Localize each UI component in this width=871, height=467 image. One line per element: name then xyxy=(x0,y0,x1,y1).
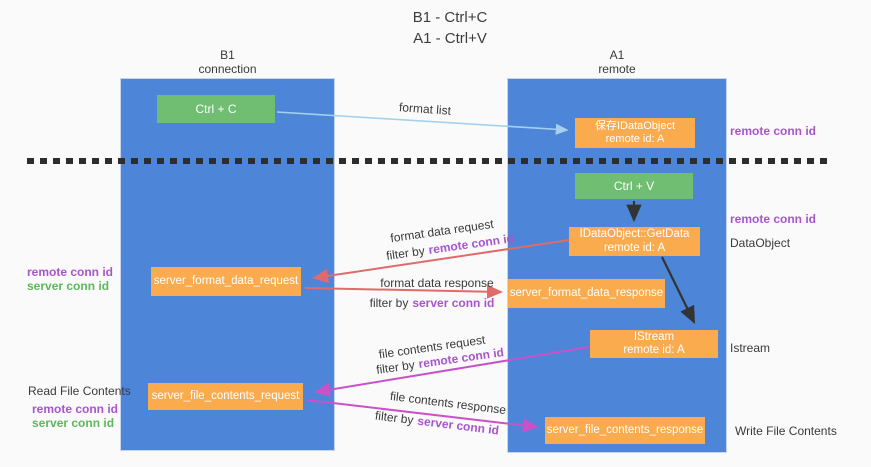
b1-subtitle: connection xyxy=(198,62,257,76)
filter-by-text: filter by xyxy=(369,296,409,310)
node-ctrl-c-label: Ctrl + C xyxy=(195,102,237,116)
server-file-contents-response-label: server_file_contents_response xyxy=(546,423,704,436)
node-save-idataobject: 保存IDataObject remote id: A xyxy=(575,118,695,148)
a1-name: A1 xyxy=(609,48,625,62)
getdata-line1: IDataObject::GetData xyxy=(579,228,690,240)
istream-line2: remote id: A xyxy=(623,344,685,356)
arrow-label-format-data-response: format data response xyxy=(380,276,494,290)
server-file-contents-request-label: server_file_contents_request xyxy=(151,389,300,402)
left-label-server-conn-id-mid: server conn id xyxy=(27,279,110,293)
server-conn-id-text: server conn id xyxy=(412,296,495,310)
right-label-remote-conn-id-top: remote conn id xyxy=(730,124,817,138)
istream-line1: IStream xyxy=(633,330,675,343)
copy-paste-separator-dashed-line xyxy=(27,158,833,164)
right-label-istream: Istream xyxy=(730,341,771,355)
right-label-write-file-contents: Write File Contents xyxy=(735,424,837,438)
node-server-format-data-request: server_format_data_request xyxy=(151,267,301,296)
node-istream: IStream remote id: A xyxy=(590,330,718,358)
b1-name: B1 xyxy=(220,48,235,62)
getdata-line2: remote id: A xyxy=(603,241,666,254)
left-label-remote-conn-id-bottom: remote conn id xyxy=(32,402,119,416)
right-label-dataobject: DataObject xyxy=(730,236,791,250)
column-header-a1: A1 remote xyxy=(507,48,727,76)
right-label-remote-conn-id-mid: remote conn id xyxy=(730,212,817,226)
node-server-format-data-response: server_format_data_response xyxy=(508,279,665,308)
node-idataobject-getdata: IDataObject::GetData remote id: A xyxy=(569,227,700,256)
node-server-file-contents-request: server_file_contents_request xyxy=(148,383,303,410)
server-format-data-response-label: server_format_data_response xyxy=(509,286,664,299)
node-ctrl-c: Ctrl + C xyxy=(157,95,275,123)
arrow-label-format-list: format list xyxy=(398,100,452,118)
filter-by-text: filter by xyxy=(374,408,415,428)
title-line-2: A1 - Ctrl+V xyxy=(413,30,487,47)
server-conn-id-text: server conn id xyxy=(416,413,500,438)
left-label-server-conn-id-bottom: server conn id xyxy=(32,416,115,430)
column-header-b1: B1 connection xyxy=(120,48,335,76)
diagram-title: B1 - Ctrl+C A1 - Ctrl+V xyxy=(340,7,560,49)
server-format-data-request-label: server_format_data_request xyxy=(153,274,299,287)
node-ctrl-v: Ctrl + V xyxy=(575,173,693,199)
save-idataobject-line1: 保存IDataObject xyxy=(594,119,676,132)
left-label-remote-conn-id-mid: remote conn id xyxy=(27,265,114,279)
filter-by-text: filter by xyxy=(385,243,426,263)
left-label-read-file-contents: Read File Contents xyxy=(28,384,131,398)
a1-subtitle: remote xyxy=(598,62,636,76)
save-idataobject-line2: remote id: A xyxy=(605,133,665,145)
node-server-file-contents-response: server_file_contents_response xyxy=(545,417,705,444)
node-ctrl-v-label: Ctrl + V xyxy=(613,179,655,193)
title-line-1: B1 - Ctrl+C xyxy=(412,9,488,26)
